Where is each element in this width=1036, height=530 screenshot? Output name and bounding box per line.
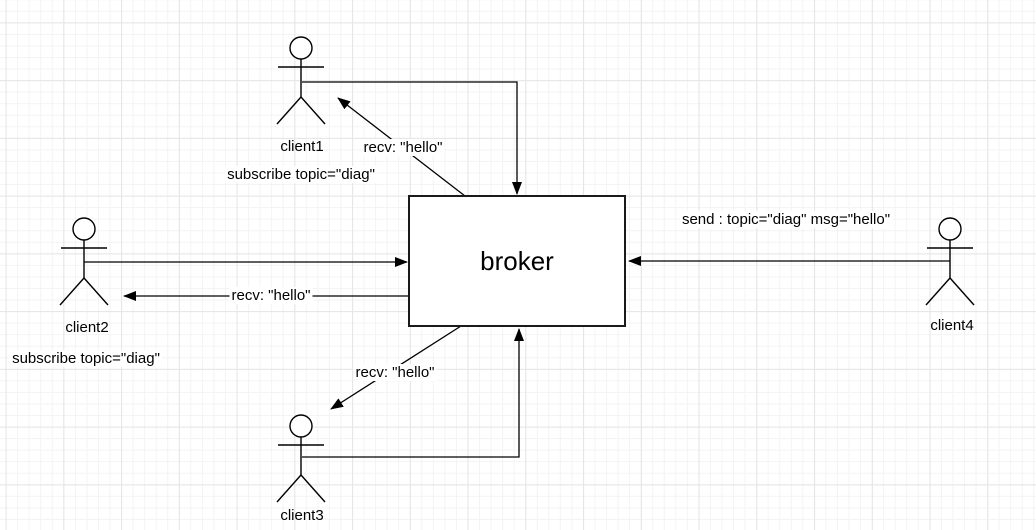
actor-leg-left xyxy=(925,277,951,306)
edge-client3-to-broker[interactable] xyxy=(302,328,524,458)
client2-label[interactable]: client2 xyxy=(65,319,109,336)
actor-leg-right xyxy=(83,277,109,306)
actor-client2[interactable] xyxy=(59,217,109,306)
edge-label-subscribe-client2[interactable]: subscribe topic="diag" xyxy=(10,350,162,367)
actor-leg-right xyxy=(300,474,326,503)
actor-leg-left xyxy=(59,277,85,306)
client1-label[interactable]: client1 xyxy=(280,138,324,155)
actor-head xyxy=(289,414,313,438)
actor-client1[interactable] xyxy=(276,36,326,125)
actor-leg-left xyxy=(276,96,302,125)
edge-client1-to-broker[interactable] xyxy=(302,81,522,195)
broker-node[interactable] xyxy=(408,195,626,327)
actor-head xyxy=(72,217,96,241)
actor-client3[interactable] xyxy=(276,414,326,503)
actor-leg-right xyxy=(949,277,975,306)
edge-label-recv-client1[interactable]: recv: "hello" xyxy=(361,139,445,156)
edge-label-subscribe-client1[interactable]: subscribe topic="diag" xyxy=(225,166,377,183)
actor-leg-right xyxy=(300,96,326,125)
actor-client4[interactable] xyxy=(925,217,975,306)
client3-label[interactable]: client3 xyxy=(280,507,324,524)
actor-head xyxy=(938,217,962,241)
broker-label[interactable]: broker xyxy=(480,246,554,276)
edge-label-send-client4[interactable]: send : topic="diag" msg="hello" xyxy=(679,211,893,228)
actor-leg-left xyxy=(276,474,302,503)
edge-label-recv-client3[interactable]: recv: "hello" xyxy=(353,364,437,381)
edge-label-recv-client2[interactable]: recv: "hello" xyxy=(229,287,313,304)
actor-head xyxy=(289,36,313,60)
client4-label[interactable]: client4 xyxy=(930,317,974,334)
